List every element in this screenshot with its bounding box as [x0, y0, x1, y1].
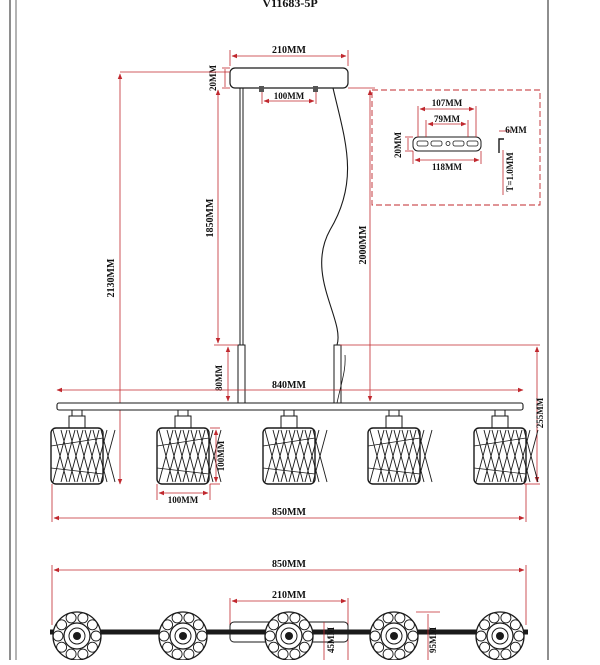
dim-canopy-width-label: 210MM	[272, 45, 306, 56]
bracket-center-hole	[445, 141, 451, 146]
dim-cable-length-label: 2000MM	[358, 225, 369, 264]
dim-rod-length-label: 1850MM	[205, 198, 216, 237]
model-title: V11683-5P	[262, 0, 317, 10]
dim-bracket-thickness-label: T=1.0MM	[505, 152, 515, 192]
dim-canopy-width: 210MM	[229, 45, 349, 66]
dim-bottom-depth-small-label: 45MM	[326, 627, 336, 653]
dim-shade-width: 100MM	[156, 484, 211, 505]
canopy-screw-left	[259, 86, 264, 92]
dim-rod-stub-label: 80MM	[214, 365, 224, 391]
dim-bottom-overall-width-label: 850MM	[272, 559, 306, 570]
canopy	[229, 67, 349, 89]
dim-bracket-107: 107MM	[417, 98, 477, 137]
dim-rod-length: 1850MM	[205, 89, 238, 346]
dim-fixture-height-label: 255MM	[535, 397, 545, 428]
dim-hole-spacing: 100MM	[261, 91, 317, 104]
shade-group	[50, 409, 539, 485]
dim-bracket-79: 79MM	[425, 114, 469, 137]
rosette-group	[52, 611, 525, 661]
dim-total-height: 2130MM	[106, 71, 230, 485]
cable-tail	[336, 354, 346, 404]
cable-stub	[333, 344, 342, 404]
rosette-2	[158, 611, 208, 661]
rod-stub	[237, 344, 246, 404]
dim-overall-width: 850MM	[51, 484, 527, 522]
canopy-screw-right	[313, 86, 318, 92]
dim-bracket-height: 20MM	[393, 132, 413, 158]
dim-shade-width-label: 100MM	[168, 495, 199, 505]
dim-rod-stub: 80MM	[214, 346, 231, 402]
dim-bottom-canopy-width-label: 210MM	[272, 590, 306, 601]
dim-bracket-118-label: 118MM	[432, 162, 462, 172]
dim-overall-width-label: 850MM	[272, 507, 306, 518]
rosette-3	[264, 611, 314, 661]
dim-total-height-label: 2130MM	[106, 258, 117, 297]
dim-bracket-107-label: 107MM	[432, 98, 463, 108]
dim-bracket-lip: 6MM	[499, 125, 527, 135]
dim-bottom-depth-large-label: 95MM	[428, 627, 438, 653]
dim-bottom-overall-width: 850MM	[51, 559, 527, 625]
dim-cable-length: 2000MM	[348, 87, 375, 402]
dim-shade-height-label: 100MM	[216, 440, 226, 471]
dim-bottom-depth-small: 45MM	[323, 622, 336, 660]
power-cable	[321, 87, 349, 346]
dim-canopy-height-label: 20MM	[208, 65, 218, 91]
bracket-slot-2	[430, 140, 443, 147]
dim-bracket-thickness: T=1.0MM	[502, 150, 515, 195]
bracket-slot-1	[416, 140, 429, 147]
bracket-slot-4	[466, 140, 479, 147]
dim-bracket-height-label: 20MM	[393, 132, 403, 158]
rosette-4	[369, 611, 419, 661]
dim-canopy-height: 20MM	[208, 65, 230, 91]
dim-bar-length-label: 840MM	[272, 380, 306, 391]
dim-bottom-depth-large: 95MM	[416, 611, 440, 660]
rosette-5	[475, 611, 525, 661]
dim-hole-spacing-label: 100MM	[274, 91, 305, 101]
dim-bracket-118: 118MM	[412, 151, 482, 172]
dim-shade-height: 100MM	[210, 427, 226, 485]
crystal-shade-1	[50, 409, 116, 485]
light-bar	[56, 402, 524, 411]
dim-fixture-height: 255MM	[340, 344, 545, 485]
crystal-shade-5	[473, 409, 539, 485]
dim-bracket-79-label: 79MM	[434, 114, 460, 124]
crystal-shade-3	[262, 409, 328, 485]
dim-bar-length: 840MM	[56, 380, 524, 393]
dim-bracket-lip-label: 6MM	[505, 125, 527, 135]
rosette-1	[52, 611, 102, 661]
bracket-slot-3	[452, 140, 465, 147]
bracket-plate	[412, 136, 482, 152]
crystal-shade-4	[367, 409, 433, 485]
crystal-shade-2	[156, 409, 222, 485]
bracket-profile	[498, 138, 504, 153]
